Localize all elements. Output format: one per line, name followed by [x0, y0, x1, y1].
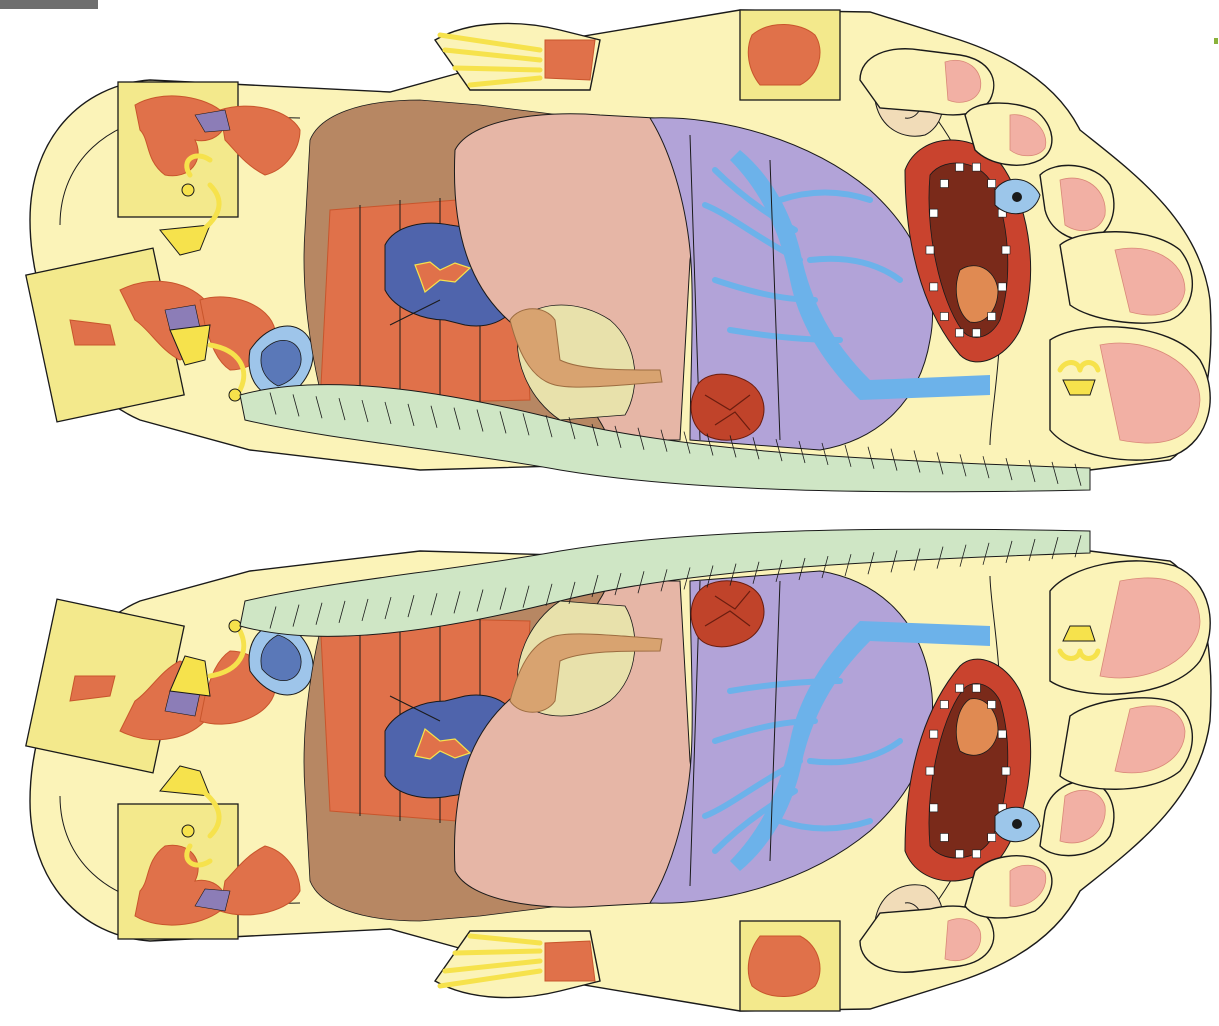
top-left-gray-tab: [0, 0, 98, 9]
right-edge-green-mark: [1214, 38, 1218, 44]
lower-foot: [26, 529, 1211, 1011]
upper-foot: [26, 10, 1211, 492]
